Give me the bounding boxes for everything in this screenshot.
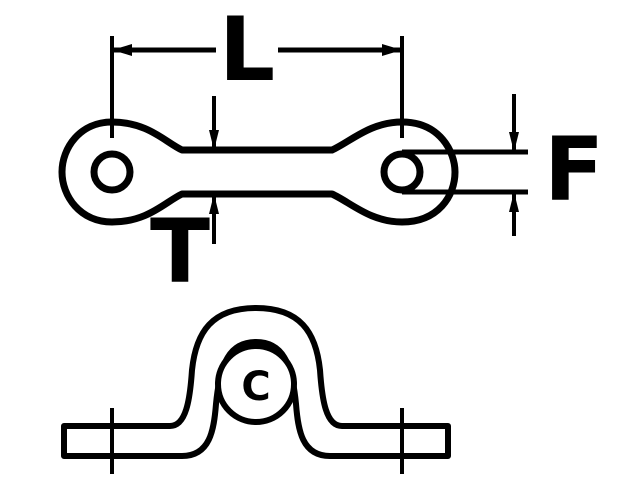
width-label: F [544,118,604,221]
right-eye-hole [380,150,424,194]
width-dimension: F [402,94,604,236]
thickness-label: T [150,200,210,303]
strap-outline [58,118,459,226]
side-view: C [61,305,451,474]
top-view [58,118,459,226]
thickness-dimension: T [150,96,219,303]
clearance-label: C [241,364,270,410]
length-dimension: L [110,0,404,138]
length-label: L [219,0,275,101]
clearance-circle [215,343,297,425]
left-eye-hole [90,150,134,194]
